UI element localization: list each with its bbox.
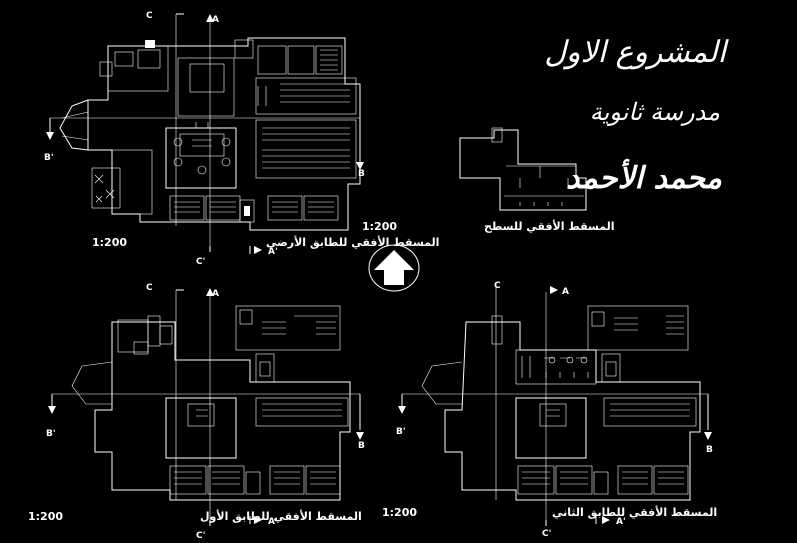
school-title: مدرسة ثانوية [590,98,720,126]
caption-first: 1:200 المسقط الأفقي للطابق الأول [28,509,362,523]
section-mark-a-prime-first: A' [268,517,278,527]
caption-roof-scale: 1:200 [362,220,397,233]
second-floor-plan: C A B B' C' A' [396,281,713,539]
section-mark-b-second: B [706,445,713,455]
section-mark-b-prime-ground: B' [44,153,54,163]
section-mark-a-prime-ground: A' [268,247,278,257]
caption-ground-scale: 1:200 [92,236,127,249]
caption-roof: 1:200 المسقط الأفقي للسطح [362,219,615,233]
first-floor-plan: C A B B' C' A' [46,283,365,541]
section-mark-c-prime-ground: C' [196,257,205,267]
ground-floor-plan: C A B B' C' A' [44,11,365,267]
section-mark-a-ground: A [212,15,219,25]
caption-second-text: المسقط الأفقي للطابق الثاني [552,505,717,519]
section-mark-b-first: B [358,441,365,451]
section-mark-c-ground: C [146,11,153,21]
section-mark-a-first: A [212,289,219,299]
section-mark-c-first: C [146,283,153,293]
section-mark-a-second: A [562,287,569,297]
roof-plan [459,127,587,211]
project-title: المشروع الاول [544,35,729,70]
caption-roof-text: المسقط الأفقي للسطح [484,219,615,233]
section-mark-a-prime-second: A' [616,517,626,527]
section-mark-b-prime-first: B' [46,429,56,439]
section-mark-c-second: C [494,281,501,291]
author-name: محمد الأحمد [566,158,722,196]
section-mark-b-ground: B [358,169,365,179]
section-mark-c-prime-second: C' [542,529,551,539]
section-mark-c-prime-first: C' [196,531,205,541]
north-arrow-icon [368,244,420,292]
caption-second: 1:200 المسقط الأفقي للطابق الثاني [382,505,717,519]
caption-first-text: المسقط الأفقي للطابق الأول [200,509,362,523]
section-mark-b-prime-second: B' [396,427,406,437]
caption-ground-text: المسقط الأفقي للطابق الأرضي [266,235,439,249]
caption-second-scale: 1:200 [382,506,417,519]
caption-first-scale: 1:200 [28,510,63,523]
caption-ground: 1:200 المسقط الأفقي للطابق الأرضي [92,235,439,249]
